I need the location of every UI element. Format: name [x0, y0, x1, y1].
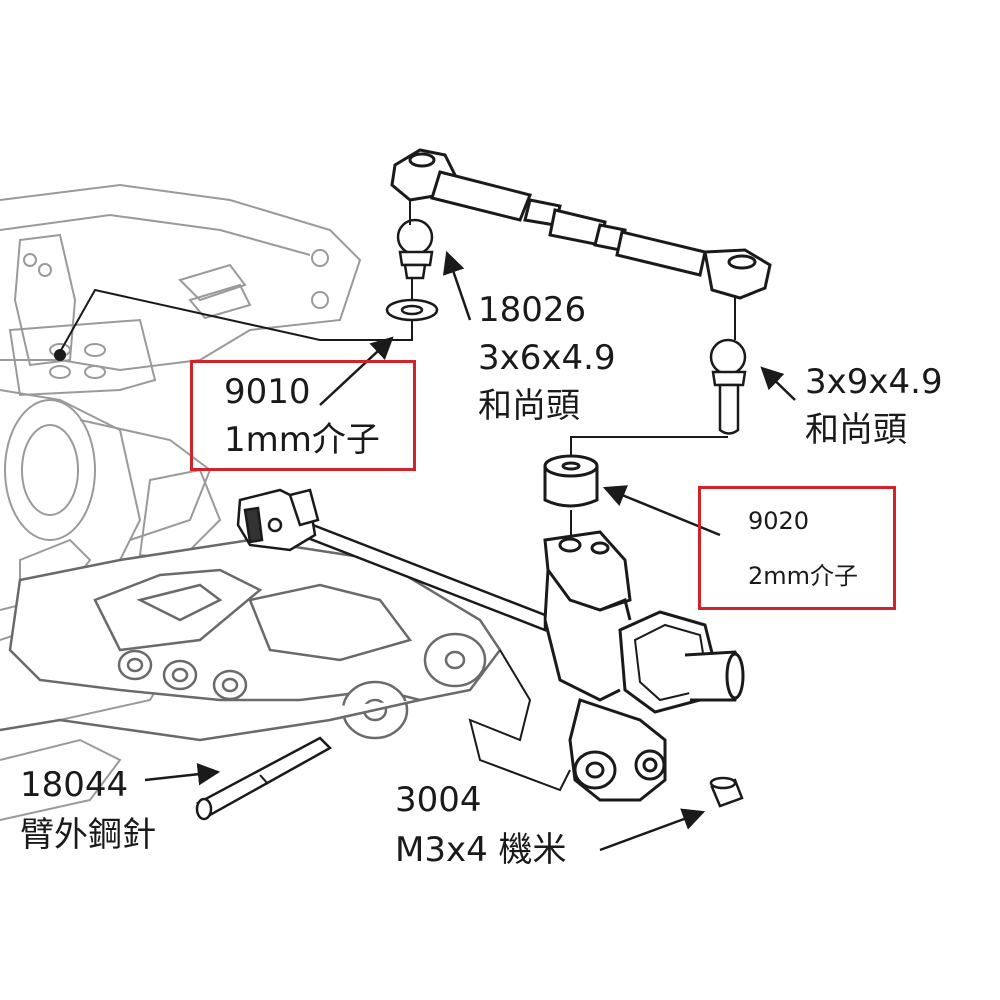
label-18044-number: 18044 — [20, 765, 129, 805]
steering-rod — [236, 488, 547, 632]
highlight-box-9010 — [190, 360, 416, 471]
pin-18044 — [195, 736, 333, 821]
ball-stud-18026 — [396, 218, 434, 280]
assembly-guide-lines — [54, 200, 736, 792]
label-9020-name: 2mm介子 — [748, 562, 859, 590]
label-3004-number: 3004 — [395, 780, 482, 820]
set-screw-3004 — [709, 776, 744, 808]
label-18026-number: 18026 — [478, 290, 587, 330]
arrow-18044 — [144, 763, 221, 786]
shim-1mm — [385, 298, 439, 322]
label-18044-name: 臂外鋼針 — [20, 815, 156, 855]
hub-carrier — [543, 530, 745, 802]
label-9010-name: 1mm介子 — [224, 420, 380, 460]
arrow-3004 — [599, 808, 706, 852]
label-18026-spec: 3x6x4.9 — [478, 338, 616, 378]
arrow-3x9 — [760, 366, 796, 401]
highlight-box-9020 — [698, 486, 896, 610]
ball-stud-3x9 — [709, 338, 747, 435]
label-18026-name: 和尚頭 — [478, 386, 580, 426]
turnbuckle-link — [390, 148, 772, 300]
lower-arm — [0, 538, 502, 742]
arrow-18026 — [442, 250, 472, 321]
label-9010-number: 9010 — [224, 372, 311, 412]
arrow-9010 — [319, 336, 394, 406]
spacer-2mm — [543, 454, 599, 508]
label-3x9-spec: 3x9x4.9 — [805, 362, 943, 402]
label-9020-number: 9020 — [748, 507, 810, 535]
label-3x9-name: 和尚頭 — [805, 410, 907, 450]
label-3004-name: M3x4 機米 — [395, 830, 567, 870]
